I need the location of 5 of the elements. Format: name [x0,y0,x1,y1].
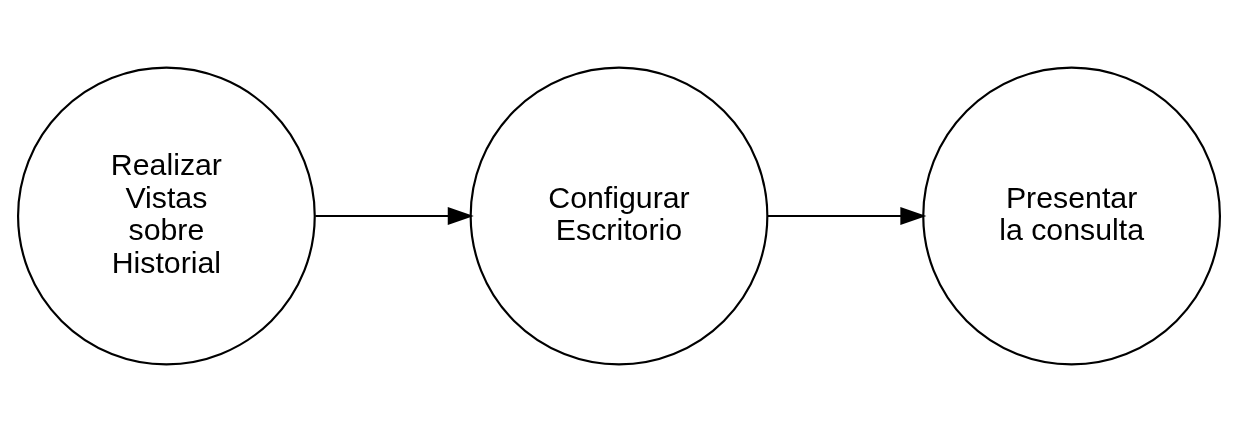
node-circle: Realizar Vistas sobre Historial [17,66,316,366]
arrow [767,206,927,226]
node-circle: Configurar Escritorio [469,66,769,366]
arrow [315,206,474,226]
node-circle: Presentar la consulta [922,66,1221,366]
